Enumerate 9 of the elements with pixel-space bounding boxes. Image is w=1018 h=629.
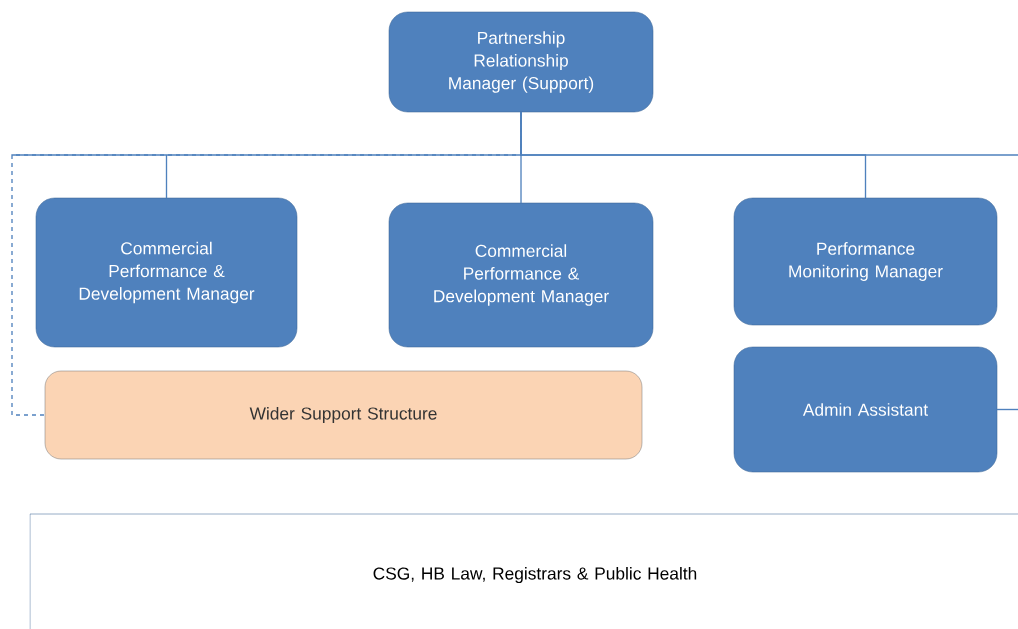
role-box: Partnership Relationship Manager (Support) bbox=[388, 11, 654, 113]
connector-line bbox=[996, 408, 1018, 411]
role-box: Performance Monitoring Manager bbox=[733, 197, 998, 326]
role-box: Commercial Performance & Development Manager bbox=[35, 197, 298, 348]
group-box: CSG, HB Law, Registrars & Public Health bbox=[29, 513, 1018, 629]
role-box: Admin Assistant bbox=[733, 346, 998, 473]
connector-line bbox=[520, 111, 1018, 156]
role-box: Commercial Performance & Development Manager bbox=[388, 202, 654, 348]
support-box: Wider Support Structure bbox=[44, 370, 643, 460]
